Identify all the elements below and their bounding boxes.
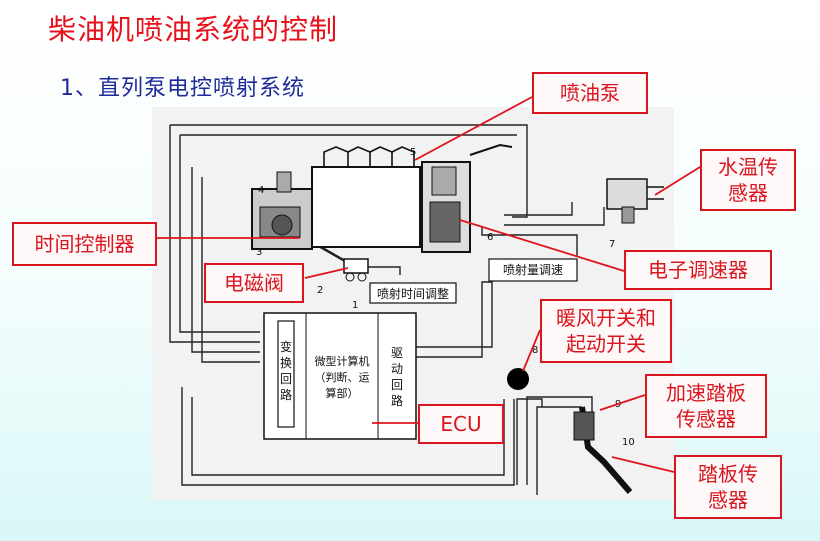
svg-text:路: 路 bbox=[280, 387, 292, 402]
pedal-drawing bbox=[573, 406, 633, 494]
callout-switches: 暖风开关和 起动开关 bbox=[540, 299, 672, 363]
microcomputer-label: 微型计算机 （判断、运 算部） bbox=[315, 354, 370, 400]
svg-text:回: 回 bbox=[280, 372, 292, 386]
label-5: 5 bbox=[410, 147, 416, 158]
callout-electronic-governor: 电子调速器 bbox=[624, 250, 772, 290]
svg-text:驱: 驱 bbox=[391, 346, 403, 360]
label-1: 1 bbox=[352, 300, 358, 311]
label-8: 8 bbox=[532, 345, 538, 356]
injection-pump-drawing bbox=[311, 143, 513, 253]
svg-text:动: 动 bbox=[391, 362, 403, 376]
ecu-box bbox=[263, 312, 417, 440]
label-3: 3 bbox=[256, 247, 262, 258]
timing-adjust-label: 喷射时间调整 bbox=[377, 286, 449, 301]
callout-pump: 喷油泵 bbox=[532, 72, 648, 114]
signal-line bbox=[170, 124, 528, 218]
label-4: 4 bbox=[258, 185, 264, 196]
solenoid-valve-drawing bbox=[343, 258, 369, 282]
slide-title: 柴油机喷油系统的控制 bbox=[48, 13, 339, 46]
label-2: 2 bbox=[317, 285, 323, 296]
svg-text:回: 回 bbox=[391, 378, 403, 392]
callout-accel-pedal-sensor: 加速踏板 传感器 bbox=[645, 374, 767, 438]
callout-timer: 时间控制器 bbox=[12, 222, 157, 266]
callout-pedal-sensor: 踏板传 感器 bbox=[674, 455, 782, 519]
callout-solenoid-valve: 电磁阀 bbox=[204, 263, 304, 303]
label-9: 9 bbox=[615, 399, 621, 410]
switch-dot bbox=[507, 368, 529, 390]
svg-text:微型计算机: 微型计算机 bbox=[315, 354, 370, 368]
label-7: 7 bbox=[609, 239, 615, 250]
timer-drawing bbox=[251, 171, 313, 250]
converter-label: 变 换 回 路 bbox=[280, 339, 292, 402]
svg-text:变: 变 bbox=[280, 339, 292, 354]
timing-adjust-box bbox=[369, 282, 457, 304]
svg-text:换: 换 bbox=[280, 356, 292, 370]
water-temp-sensor-drawing bbox=[606, 178, 664, 224]
slide-subtitle: 1、直列泵电控喷射系统 bbox=[60, 76, 305, 101]
label-10: 10 bbox=[622, 437, 635, 448]
svg-text:算部）: 算部） bbox=[326, 386, 359, 400]
injection-adjust-label: 喷射量调速 bbox=[503, 262, 563, 277]
callout-ecu: ECU bbox=[418, 404, 504, 444]
callout-water-temp-sensor: 水温传 感器 bbox=[700, 149, 796, 211]
driver-label: 驱 动 回 路 bbox=[391, 346, 403, 408]
label-6: 6 bbox=[487, 232, 493, 243]
svg-text:（判断、运: （判断、运 bbox=[315, 370, 370, 384]
svg-text:路: 路 bbox=[391, 393, 403, 408]
